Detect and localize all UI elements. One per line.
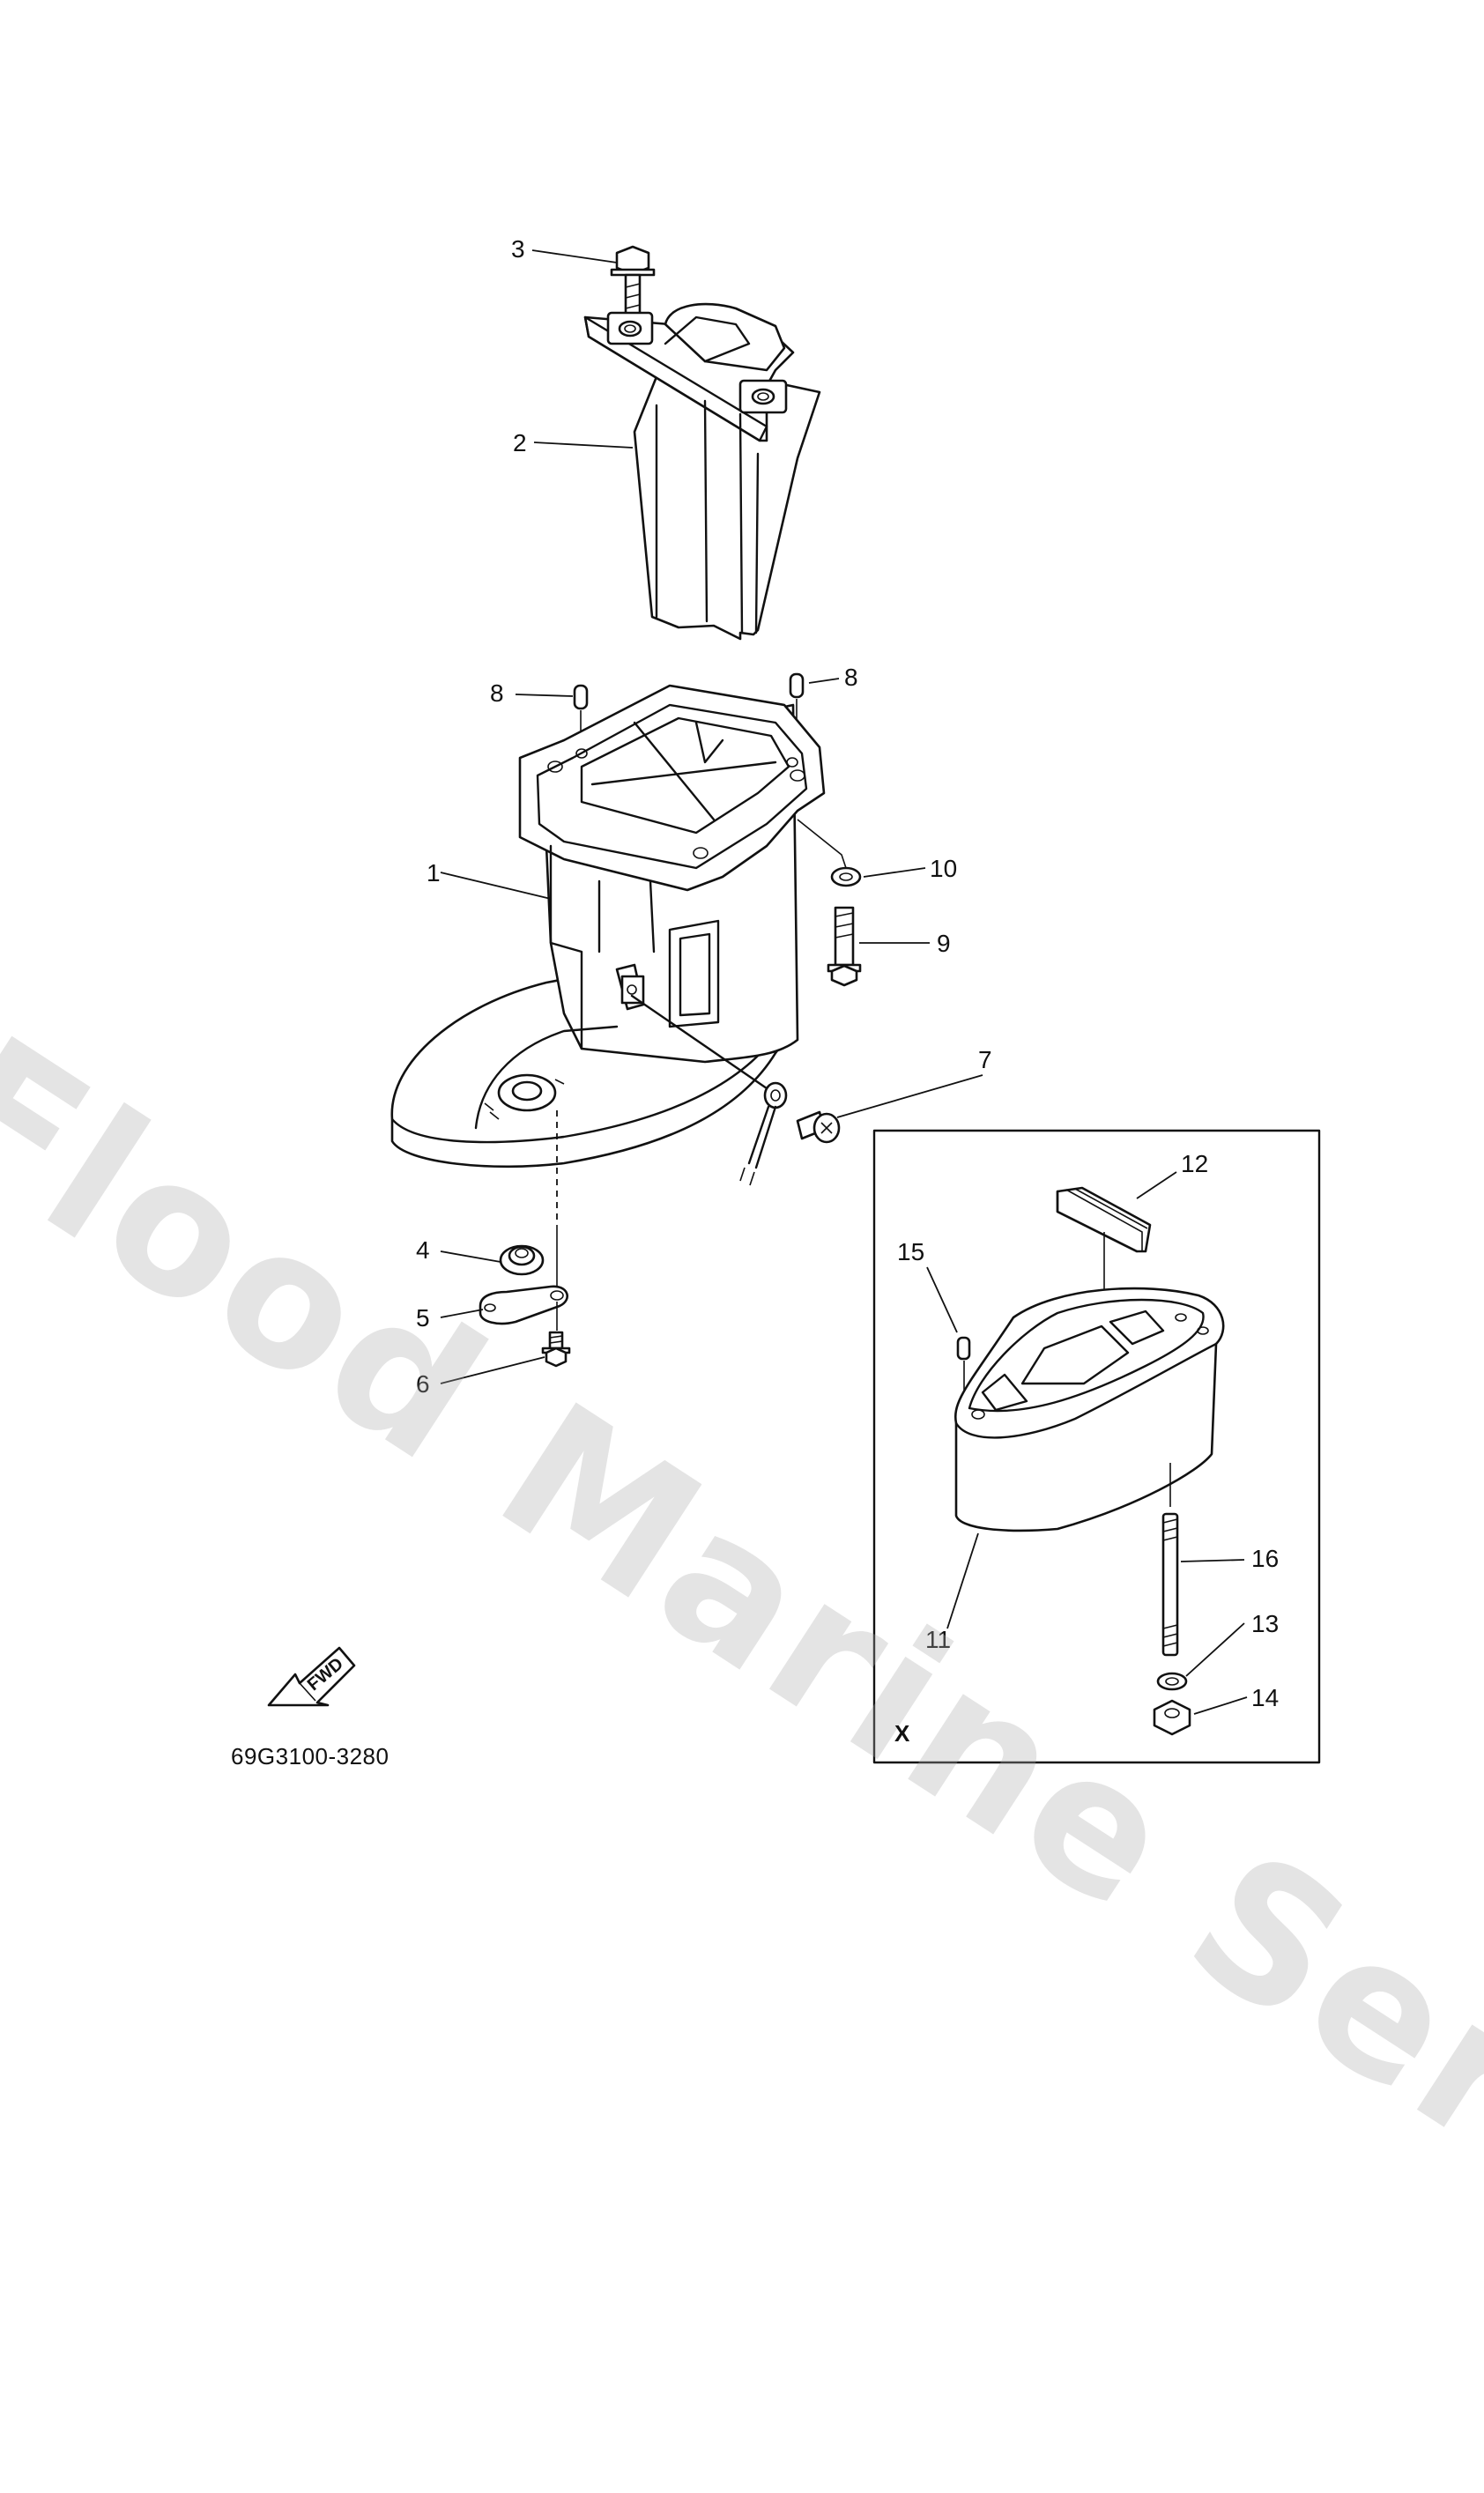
callout-14: 14 [1251,1684,1279,1711]
callout-labels: 3 2 8 8 1 10 9 7 4 5 6 12 15 11 16 13 14 [416,235,1279,1711]
leader-lines [440,249,1248,1715]
callout-2: 2 [513,429,527,456]
part-6-bolt [541,1331,571,1368]
inset-view-x [872,1129,1321,1764]
part-4-grommet [499,1244,545,1276]
parts-diagram-sheet: FWD 3 2 8 8 1 [0,235,1484,2493]
callout-1: 1 [427,859,441,887]
part-13-washer [1156,1672,1188,1691]
callout-6: 6 [416,1370,430,1398]
callout-12: 12 [1181,1150,1208,1177]
callout-9: 9 [937,930,951,957]
callout-10: 10 [930,855,957,882]
part-1-upper-casing [390,684,826,1287]
part-7-screw [796,1110,841,1144]
callout-16: 16 [1251,1545,1279,1572]
callout-8-left: 8 [490,679,504,707]
inset-view-label: X [894,1720,910,1747]
diagram-part-code: 69G3100-3280 [231,1743,390,1770]
part-14-nut [1153,1699,1191,1736]
callout-5: 5 [416,1304,430,1332]
callout-15: 15 [897,1238,924,1265]
part-2-exhaust-guide [583,302,821,641]
callout-8-right: 8 [844,664,858,691]
part-11-spacer-block [953,1287,1225,1532]
part-10-washer [797,819,862,887]
exploded-parts-diagram: FWD 3 2 8 8 1 [267,235,1321,1764]
part-12-rubber-block [1056,1186,1152,1326]
callout-11: 11 [925,1626,951,1653]
part-9-bolt [827,906,862,987]
fwd-direction-arrow: FWD [267,1646,356,1707]
callout-3: 3 [511,235,525,263]
callout-7: 7 [978,1046,992,1073]
callout-13: 13 [1251,1610,1279,1637]
part-16-stud [1161,1463,1179,1657]
part-5-plate [479,1285,568,1331]
callout-4: 4 [416,1236,430,1264]
